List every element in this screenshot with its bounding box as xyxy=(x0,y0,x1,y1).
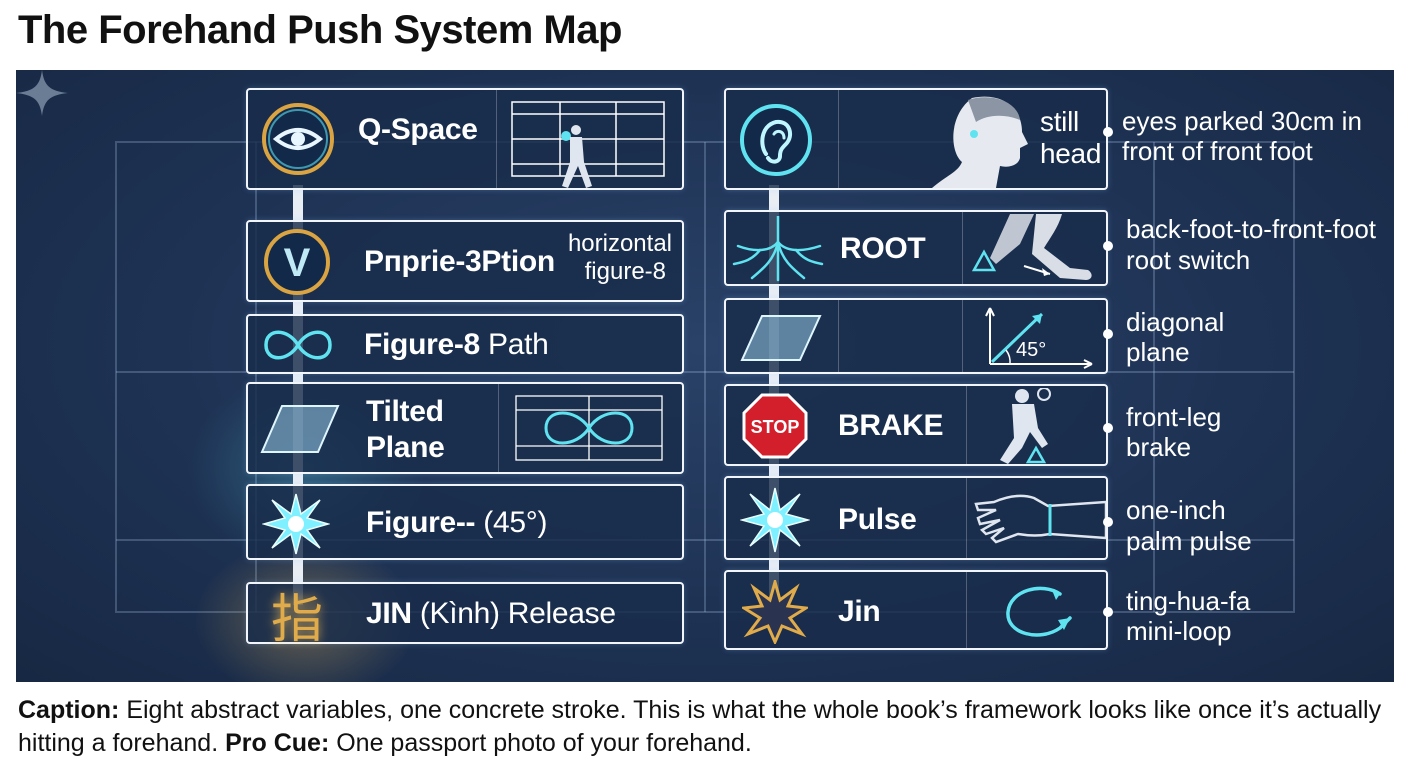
card-label: Pпprie-3Ption xyxy=(364,245,555,278)
card-jin-release: 指 JIN (Kình) Release xyxy=(246,582,684,650)
card-label: Jin xyxy=(838,595,881,628)
ear-icon xyxy=(734,98,818,182)
note-text: eyes parked 30cm in xyxy=(1122,106,1362,136)
card-label: Figure-8 Path xyxy=(364,328,549,361)
caption-label: Caption: xyxy=(18,696,120,724)
card-sublabel: figure-8 xyxy=(584,258,666,285)
pro-cue-label: Pro Cue: xyxy=(225,729,330,757)
parallelogram-icon xyxy=(258,402,342,456)
walking-legs-icon xyxy=(971,214,1092,280)
note-text: mini-loop xyxy=(1126,616,1232,646)
note-dot xyxy=(1103,329,1113,339)
eye-icon xyxy=(258,99,338,179)
card-label: head xyxy=(1040,138,1102,169)
note-text: diagonal xyxy=(1126,307,1225,337)
note-dot xyxy=(1103,127,1113,137)
card-root: ROOT xyxy=(724,210,1108,286)
sparkle-icon xyxy=(16,70,68,116)
court-figure-8-icon xyxy=(515,395,663,461)
note-text: ting-hua-fa xyxy=(1126,586,1251,616)
pro-cue-text: One passport photo of your forehand. xyxy=(329,729,752,757)
card-label: Plane xyxy=(366,431,445,464)
head-profile-icon xyxy=(932,96,1028,188)
chinese-character-icon: 指 xyxy=(270,589,323,650)
card-figure-45: Figure-- (45°) xyxy=(246,484,684,560)
explosion-icon xyxy=(742,580,808,644)
note-dot xyxy=(1103,423,1113,433)
note-text: root switch xyxy=(1126,245,1251,275)
note-dot xyxy=(1103,241,1113,251)
card-label: Q-Space xyxy=(358,113,478,146)
card-label: Tilted xyxy=(366,395,444,428)
note-text: back-foot-to-front-foot xyxy=(1126,214,1376,244)
card-jin: Jin xyxy=(724,570,1108,650)
card-q-space: Q-Space xyxy=(246,88,684,190)
card-pulse: Pulse xyxy=(724,476,1108,560)
stop-sign-text: STOP xyxy=(751,417,800,437)
roots-icon xyxy=(732,216,824,282)
tennis-court-player-icon xyxy=(511,101,665,188)
note-text: front of front foot xyxy=(1122,136,1313,166)
letter-v-icon: V xyxy=(260,225,334,299)
starburst-icon xyxy=(740,486,810,554)
card-still-head: still head xyxy=(724,88,1108,190)
card-label: BRAKE xyxy=(838,409,944,442)
angle-label: 45° xyxy=(1016,339,1046,361)
parallelogram-icon xyxy=(738,312,824,364)
card-sublabel: horizontal xyxy=(567,230,672,257)
caption-text: Eight abstract variables, one concrete s… xyxy=(18,696,1382,757)
svg-text:V: V xyxy=(284,241,311,285)
note-dot xyxy=(1103,517,1113,527)
infinity-icon xyxy=(258,322,338,368)
card-label: ROOT xyxy=(840,232,926,265)
diagram-board: Q-Space V Pпprie-3Ption xyxy=(16,70,1394,682)
mini-loop-icon xyxy=(1006,586,1072,637)
page-title: The Forehand Push System Map xyxy=(18,8,622,52)
card-diagonal-plane: 45° xyxy=(724,298,1108,374)
card-brake: STOP BRAKE xyxy=(724,384,1108,466)
card-label: Pulse xyxy=(838,503,917,536)
note-text: one-inch xyxy=(1126,495,1226,525)
stop-sign-icon: STOP xyxy=(742,393,808,459)
open-palm-icon xyxy=(974,494,1106,544)
note-text: brake xyxy=(1126,432,1192,462)
note-dot xyxy=(1103,607,1113,617)
card-tilted-plane: Tilted Plane xyxy=(246,382,684,474)
note-text: palm pulse xyxy=(1126,526,1252,556)
card-figure-8-path: Figure-8 Path xyxy=(246,314,684,374)
card-proprioception: V Pпprie-3Ption horizontal figure-8 xyxy=(246,220,684,302)
note-text: front-leg xyxy=(1126,402,1222,432)
starburst-icon xyxy=(262,492,330,556)
player-lunge-icon xyxy=(1000,388,1051,464)
note-text: plane xyxy=(1126,337,1190,367)
card-label: Figure-- (45°) xyxy=(366,506,548,539)
caption: Caption: Eight abstract variables, one c… xyxy=(18,694,1398,760)
card-label: still xyxy=(1040,106,1079,137)
card-label: JIN (Kình) Release xyxy=(366,597,616,630)
angle-diagram-icon: 45° xyxy=(985,307,1093,369)
